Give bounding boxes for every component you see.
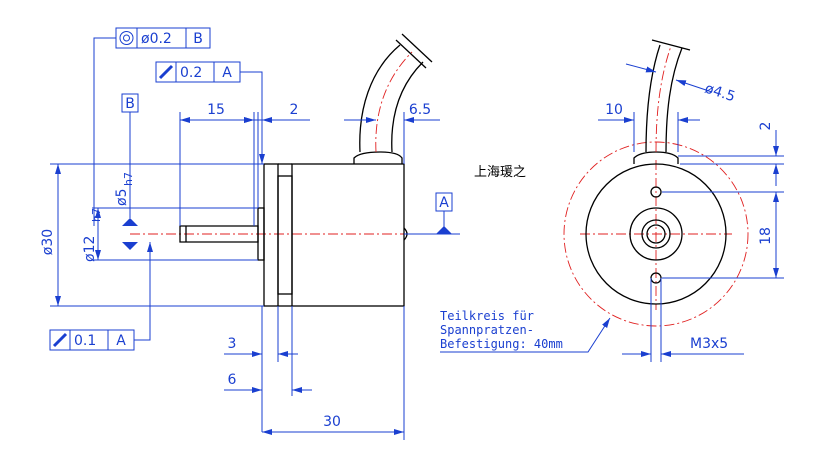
dim-top-gap: 2: [678, 122, 784, 186]
concentricity-datum: B: [193, 31, 203, 47]
dim-shaft-dia: ø5 h7: [114, 172, 135, 206]
dim-cable-width: 10: [598, 102, 700, 152]
cable-gland: [353, 151, 403, 164]
shaft-inner: [646, 224, 666, 244]
pitch-circle-note: Teilkreis für Spannpratzen- Befestigung:…: [440, 309, 611, 353]
cable-break-top-2: [401, 33, 433, 63]
dim-cable-offset: 6.5: [344, 102, 440, 164]
svg-text:M3x5: M3x5: [690, 336, 728, 352]
dim-cable-dia: ø4.5: [625, 63, 737, 106]
dim-thread: M3x5: [622, 278, 744, 362]
front-cable-left: [645, 44, 661, 153]
dim-flange-thk: 3: [224, 306, 298, 432]
cable-centerline: [375, 51, 413, 153]
svg-text:10: 10: [605, 102, 623, 118]
front-view: ø4.5 10 2 18: [440, 39, 784, 362]
svg-text:30: 30: [323, 414, 341, 430]
concentricity-frame: ø0.2 B: [93, 27, 211, 226]
datum-a-label: A: [439, 195, 449, 211]
cable-break-top: [395, 39, 427, 69]
svg-text:Teilkreis für: Teilkreis für: [440, 309, 534, 323]
dim-flange-total: 6: [224, 306, 312, 396]
collar-outline: [629, 207, 683, 261]
runout-top-value: 0.2: [180, 65, 202, 81]
svg-text:Spannpratzen-: Spannpratzen-: [440, 323, 534, 337]
svg-text:ø5: ø5: [114, 189, 130, 206]
dim-flange-gap: 2: [240, 102, 310, 208]
svg-text:2: 2: [290, 102, 299, 118]
svg-text:2: 2: [758, 122, 774, 131]
manufacturer-note: 上海瑗之: [474, 165, 526, 180]
svg-text:18: 18: [758, 227, 774, 245]
body-outline: [585, 163, 727, 305]
front-flange: [263, 163, 279, 307]
svg-text:6: 6: [228, 372, 237, 388]
dim-hole-spacing: 18: [662, 191, 784, 279]
encoder-body: [291, 163, 405, 307]
svg-text:ø30: ø30: [40, 229, 56, 255]
dim-body-dia: ø30: [40, 163, 264, 307]
datum-a-triangle: [436, 226, 452, 234]
hole-top: [650, 186, 662, 198]
flange-groove: [277, 175, 293, 295]
front-cable-centerline: [655, 45, 672, 153]
svg-text:h7: h7: [90, 208, 103, 222]
svg-text:ø4.5: ø4.5: [703, 81, 737, 106]
front-cable-right: [665, 47, 683, 153]
svg-text:Befestigung: 40mm: Befestigung: 40mm: [440, 337, 563, 351]
svg-text:15: 15: [207, 102, 225, 118]
front-cable-break: [651, 39, 691, 51]
dim-overall-length: 30: [262, 306, 405, 440]
runout-bottom-value: 0.1: [74, 333, 96, 349]
svg-text:3: 3: [228, 336, 237, 352]
datum-b-triangle-top: [122, 218, 138, 226]
shaft-outer: [641, 219, 671, 249]
cable-right-edge: [391, 61, 424, 153]
runout-frame-top: 0.2 A: [155, 61, 265, 164]
side-view: A B ø0.2 B 0.2 A: [40, 27, 460, 440]
concentricity-value: ø0.2: [141, 31, 172, 47]
runout-bottom-datum: A: [116, 333, 126, 349]
datum-b-label: B: [125, 96, 135, 112]
datum-b-triangle-bottom: [122, 242, 138, 250]
svg-text:6.5: 6.5: [409, 102, 431, 118]
runout-frame-bottom: 0.1 A: [49, 242, 153, 351]
cable-left-edge: [359, 44, 401, 153]
dim-flange-dia: ø12 h7: [82, 207, 258, 262]
svg-text:h7: h7: [122, 172, 135, 186]
svg-text:ø12: ø12: [82, 236, 98, 262]
runout-top-datum: A: [222, 65, 232, 81]
